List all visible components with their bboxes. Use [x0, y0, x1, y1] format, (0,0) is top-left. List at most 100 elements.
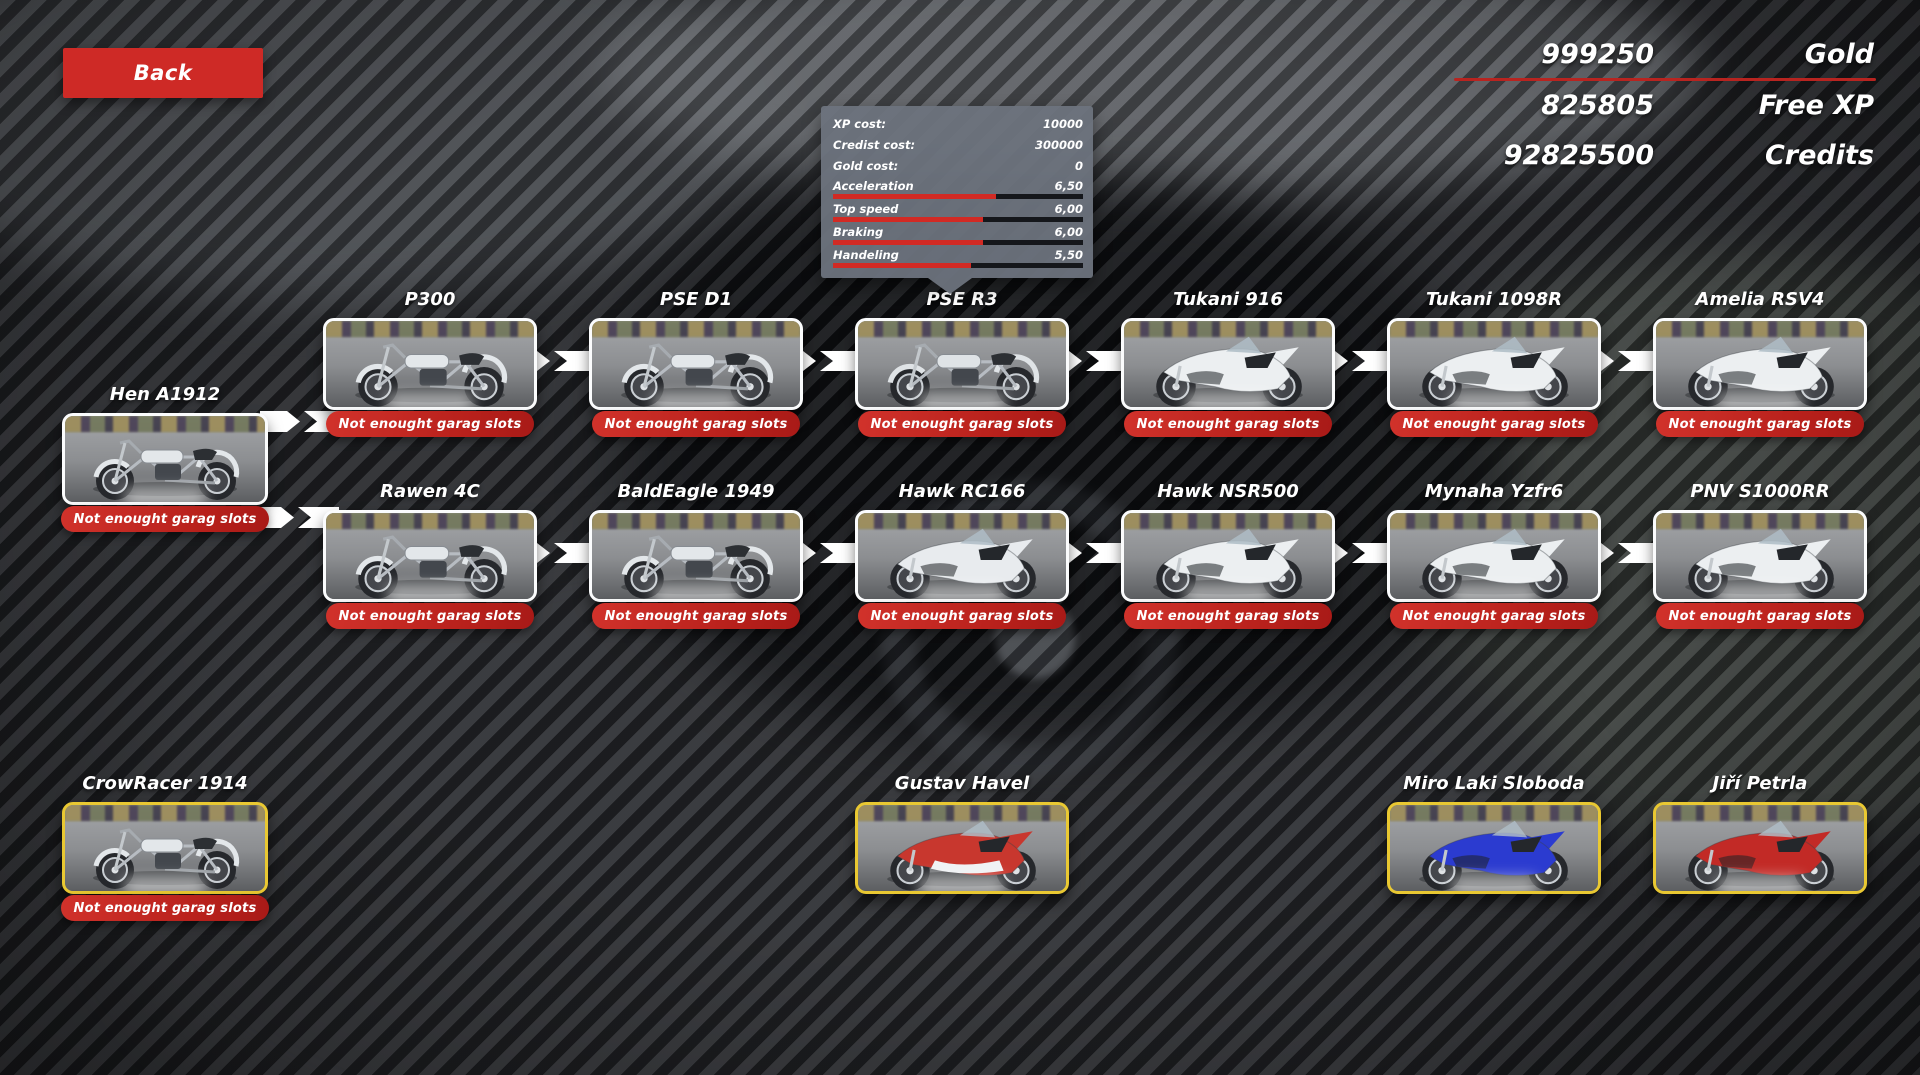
- bike-card-gustav[interactable]: [855, 802, 1069, 894]
- gold-row: 999250 Gold: [1454, 38, 1878, 70]
- bike-photo-pser3: [858, 321, 1066, 407]
- bike-photo-p300: [326, 321, 534, 407]
- connector-arrow: [260, 411, 300, 432]
- bike-title-p300: P300: [404, 289, 456, 310]
- bike-photo-hen: [65, 416, 265, 502]
- bike-card-tukani1098[interactable]: [1387, 318, 1601, 410]
- stat-bar-fill: [833, 240, 983, 245]
- currency-panel: 999250 Gold 825805 Free XP 92825500 Cred…: [1454, 38, 1878, 171]
- bike-title-gustav: Gustav Havel: [894, 773, 1030, 794]
- tooltip-pointer: [928, 278, 972, 294]
- cost-value: 300000: [1034, 137, 1083, 152]
- bike-title-baldeagle: BaldEagle 1949: [617, 481, 775, 502]
- bike-title-s1000rr: PNV S1000RR: [1690, 481, 1830, 502]
- bike-card-pser3[interactable]: [855, 318, 1069, 410]
- connector-band: [1086, 351, 1125, 371]
- stat-bar-fill: [833, 263, 971, 268]
- connector-band: [1618, 543, 1657, 563]
- garage-slots-badge: Not enought garag slots: [857, 411, 1067, 437]
- credits-row: 92825500 Credits: [1454, 139, 1878, 171]
- bike-card-hen[interactable]: [62, 413, 268, 505]
- bike-photo-tukani916: [1124, 321, 1332, 407]
- bike-photo-gustav: [858, 805, 1066, 891]
- connector-band: [554, 351, 593, 371]
- bike-card-rawen[interactable]: [323, 510, 537, 602]
- connector-band: [820, 543, 859, 563]
- cost-label: Credist cost:: [833, 137, 916, 152]
- bike-photo-amelia: [1656, 321, 1864, 407]
- bike-photo-rawen: [326, 513, 534, 599]
- garage-slots-badge: Not enought garag slots: [1123, 411, 1333, 437]
- connector-band: [1086, 543, 1125, 563]
- stat-value: 6,00: [1054, 224, 1083, 239]
- bike-card-miro[interactable]: [1387, 802, 1601, 894]
- back-button[interactable]: Back: [63, 48, 263, 98]
- gold-label: Gold: [1804, 38, 1874, 70]
- bike-title-jiri: Jiří Petrla: [1712, 773, 1808, 794]
- bike-card-tukani916[interactable]: [1121, 318, 1335, 410]
- bike-photo-nsr500: [1124, 513, 1332, 599]
- cost-label: Gold cost:: [833, 158, 899, 173]
- garage-slots-badge: Not enought garag slots: [591, 603, 801, 629]
- connector-band: [820, 351, 859, 371]
- garage-slots-badge: Not enought garag slots: [1655, 603, 1865, 629]
- garage-slots-badge: Not enought garag slots: [1389, 603, 1599, 629]
- free-xp-label: Free XP: [1758, 89, 1874, 121]
- free-xp-amount: 825805: [1541, 89, 1654, 121]
- stat-value: 6,50: [1054, 178, 1083, 193]
- bike-title-tukani916: Tukani 916: [1173, 289, 1283, 310]
- bike-card-nsr500[interactable]: [1121, 510, 1335, 602]
- bike-photo-baldeagle: [592, 513, 800, 599]
- bike-photo-jiri: [1656, 805, 1864, 891]
- bike-photo-crowracer: [65, 805, 265, 891]
- bike-title-amelia: Amelia RSV4: [1695, 289, 1825, 310]
- stat-label: Top speed: [833, 201, 899, 216]
- bike-card-yzfr6[interactable]: [1387, 510, 1601, 602]
- credits-label: Credits: [1764, 139, 1874, 171]
- stat-bar-fill: [833, 194, 996, 199]
- connector-band: [1618, 351, 1657, 371]
- stat-bar: [833, 217, 1083, 222]
- garage-slots-badge: Not enought garag slots: [60, 895, 270, 921]
- stat-value: 5,50: [1054, 247, 1083, 262]
- connector-band: [554, 543, 593, 563]
- bike-title-tukani1098: Tukani 1098R: [1425, 289, 1563, 310]
- background-crowd: [600, 0, 1700, 200]
- cost-value: 0: [1074, 158, 1083, 173]
- bike-card-rc166[interactable]: [855, 510, 1069, 602]
- bike-card-p300[interactable]: [323, 318, 537, 410]
- garage-slots-badge: Not enought garag slots: [1123, 603, 1333, 629]
- bike-title-rawen: Rawen 4C: [380, 481, 480, 502]
- stat-bar: [833, 240, 1083, 245]
- cost-value: 10000: [1042, 116, 1083, 131]
- bike-title-hen: Hen A1912: [109, 384, 221, 405]
- cost-label: XP cost:: [833, 116, 886, 131]
- tooltip-cost-row: Gold cost: 0: [833, 155, 1083, 176]
- bike-card-s1000rr[interactable]: [1653, 510, 1867, 602]
- garage-slots-badge: Not enought garag slots: [325, 603, 535, 629]
- bike-title-psed1: PSE D1: [659, 289, 733, 310]
- bike-card-crowracer[interactable]: [62, 802, 268, 894]
- bike-title-rc166: Hawk RC166: [898, 481, 1026, 502]
- bike-card-psed1[interactable]: [589, 318, 803, 410]
- bike-card-amelia[interactable]: [1653, 318, 1867, 410]
- garage-slots-badge: Not enought garag slots: [857, 603, 1067, 629]
- bike-title-miro: Miro Laki Sloboda: [1403, 773, 1585, 794]
- tooltip-cost-row: Credist cost: 300000: [833, 134, 1083, 155]
- connector-band: [1352, 351, 1391, 371]
- stat-label: Handeling: [833, 247, 899, 262]
- garage-slots-badge: Not enought garag slots: [1389, 411, 1599, 437]
- connector-band: [1352, 543, 1391, 563]
- stat-value: 6,00: [1054, 201, 1083, 216]
- credits-amount: 92825500: [1503, 139, 1654, 171]
- bike-photo-rc166: [858, 513, 1066, 599]
- bike-photo-yzfr6: [1390, 513, 1598, 599]
- bike-card-jiri[interactable]: [1653, 802, 1867, 894]
- bike-card-baldeagle[interactable]: [589, 510, 803, 602]
- garage-slots-badge: Not enought garag slots: [591, 411, 801, 437]
